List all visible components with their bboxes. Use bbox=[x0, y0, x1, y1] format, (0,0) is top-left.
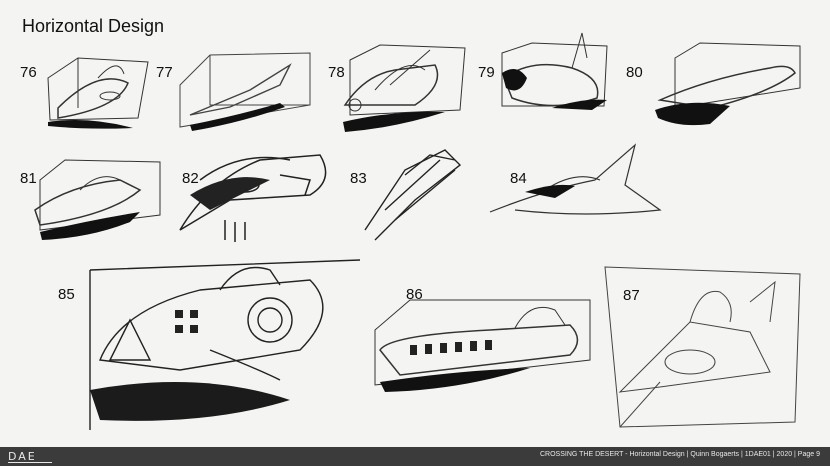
sketch-number-84: 84 bbox=[510, 170, 527, 187]
sketch-76 bbox=[47, 57, 149, 129]
sketch-number-79: 79 bbox=[478, 64, 495, 81]
sketch-86 bbox=[374, 299, 591, 392]
sketch-number-87: 87 bbox=[623, 287, 640, 304]
sketch-number-82: 82 bbox=[182, 170, 199, 187]
page-title: Horizontal Design bbox=[22, 16, 165, 36]
sketch-82 bbox=[179, 154, 327, 242]
sketch-number-80: 80 bbox=[626, 64, 643, 81]
dae-logo: DAE bbox=[8, 450, 52, 463]
sketch-number-78: 78 bbox=[328, 64, 345, 81]
sketch-number-83: 83 bbox=[350, 170, 367, 187]
footer-caption: CROSSING THE DESERT - Horizontal Design … bbox=[539, 451, 820, 458]
sketch-85 bbox=[89, 259, 361, 430]
sketch-79 bbox=[501, 32, 608, 110]
sketch-number-76: 76 bbox=[20, 64, 37, 81]
sketch-84 bbox=[489, 143, 662, 215]
sketch-77 bbox=[179, 52, 311, 131]
sketch-78 bbox=[343, 44, 466, 132]
sketch-number-81: 81 bbox=[20, 170, 37, 187]
footer-bar: DAE CROSSING THE DESERT - Horizontal Des… bbox=[0, 447, 830, 466]
sketch-number-77: 77 bbox=[156, 64, 173, 81]
sketch-number-86: 86 bbox=[406, 286, 423, 303]
svg-text:DAE: DAE bbox=[8, 450, 37, 463]
sketch-number-85: 85 bbox=[58, 286, 75, 303]
sketch-81 bbox=[34, 159, 161, 240]
sketch-87 bbox=[604, 266, 801, 428]
sketch-83 bbox=[364, 149, 462, 241]
sketch-80 bbox=[655, 42, 801, 126]
